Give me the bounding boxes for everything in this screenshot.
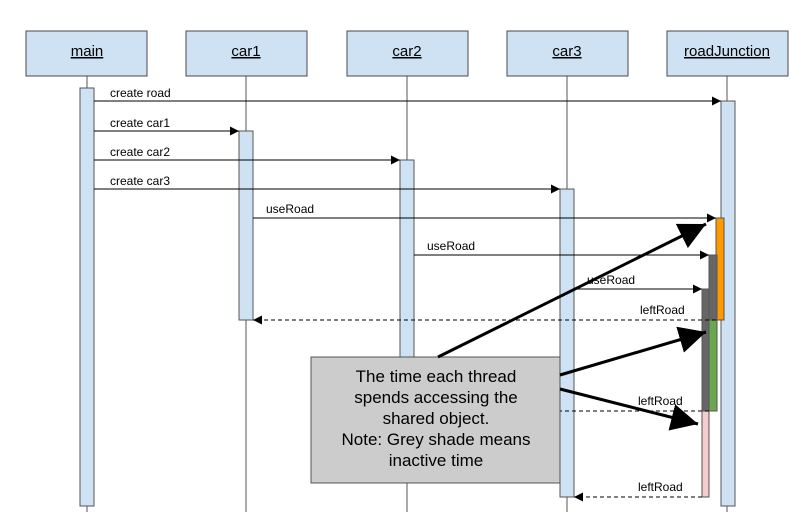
activation-car1	[238, 130, 254, 321]
message-label-useroad-car2: useRoad	[427, 239, 475, 253]
note-line-4: Note: Grey shade means	[342, 430, 531, 449]
inactive-bar-car3	[701, 288, 710, 412]
note-line-2: spends accessing the	[354, 388, 518, 407]
messages	[94, 96, 721, 502]
access-bar-car3	[701, 410, 710, 498]
inactive-bar-car2	[708, 254, 718, 321]
note-box	[310, 356, 561, 484]
note-line-5: inactive time	[389, 451, 483, 470]
lifeline-label-main: main	[71, 43, 104, 60]
message-label-create-car2: create car2	[110, 145, 170, 159]
note-pointer-car1	[437, 222, 707, 359]
message-label-leftroad-car3: leftRoad	[638, 480, 683, 494]
lifeline-label-car1: car1	[231, 43, 260, 60]
message-label-create-car1: create car1	[110, 116, 170, 130]
note-pointers	[437, 222, 707, 431]
lifeline-label-car3: car3	[552, 43, 581, 60]
message-label-create-road: create road	[110, 86, 171, 100]
note-line-3: shared object.	[383, 409, 490, 428]
note-line-1: The time each thread	[356, 367, 517, 386]
activation-bars	[79, 87, 736, 507]
lifeline-label-car2: car2	[392, 43, 421, 60]
lifeline-label-roadjunction: roadJunction	[684, 43, 770, 60]
lifeline-header-roadjunction: roadJunction	[666, 30, 789, 77]
lifeline-header-main: main	[25, 30, 148, 77]
note-pointer-car2	[559, 326, 707, 377]
message-label-leftroad-car1: leftRoad	[640, 303, 685, 317]
message-label-leftroad-car2: leftRoad	[638, 394, 683, 408]
lifeline-header-car3: car3	[506, 30, 629, 77]
lifeline-header-car1: car1	[185, 30, 308, 77]
note: The time each thread spends accessing th…	[310, 356, 561, 484]
lifeline-headers: main car1 car2 car3 roadJunction	[25, 30, 789, 77]
message-label-create-car3: create car3	[110, 174, 170, 188]
activation-main	[79, 87, 95, 507]
message-label-useroad-car1: useRoad	[266, 202, 314, 216]
message-labels: create road create car1 create car2 crea…	[110, 86, 685, 494]
lifeline-header-car2: car2	[346, 30, 469, 77]
activation-car3	[559, 188, 575, 498]
access-bar-car2	[708, 319, 718, 412]
activation-car2	[399, 159, 415, 361]
note-pointer-car3	[559, 387, 699, 431]
